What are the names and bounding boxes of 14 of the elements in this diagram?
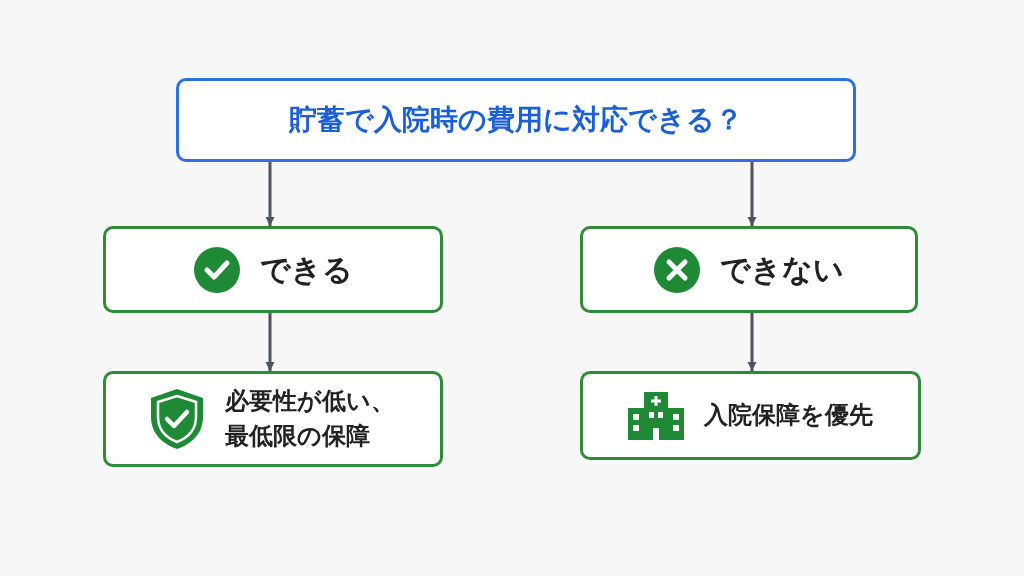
- box-text: 入院保障を優先: [704, 400, 873, 432]
- box-text: できる: [259, 250, 353, 289]
- arrow: [747, 313, 757, 372]
- box-text: できない: [720, 250, 844, 289]
- box-text: 貯蓄で入院時の費用に対応できる？: [289, 101, 743, 138]
- result-box: [580, 226, 918, 313]
- box-text: 必要性が低い、最低限の保障: [224, 386, 396, 452]
- result-box: [103, 226, 443, 313]
- result-box: [103, 371, 443, 467]
- result-box: [580, 371, 921, 460]
- arrow: [265, 313, 275, 372]
- arrow: [747, 162, 757, 227]
- arrow: [265, 162, 275, 227]
- question-box: [176, 78, 856, 162]
